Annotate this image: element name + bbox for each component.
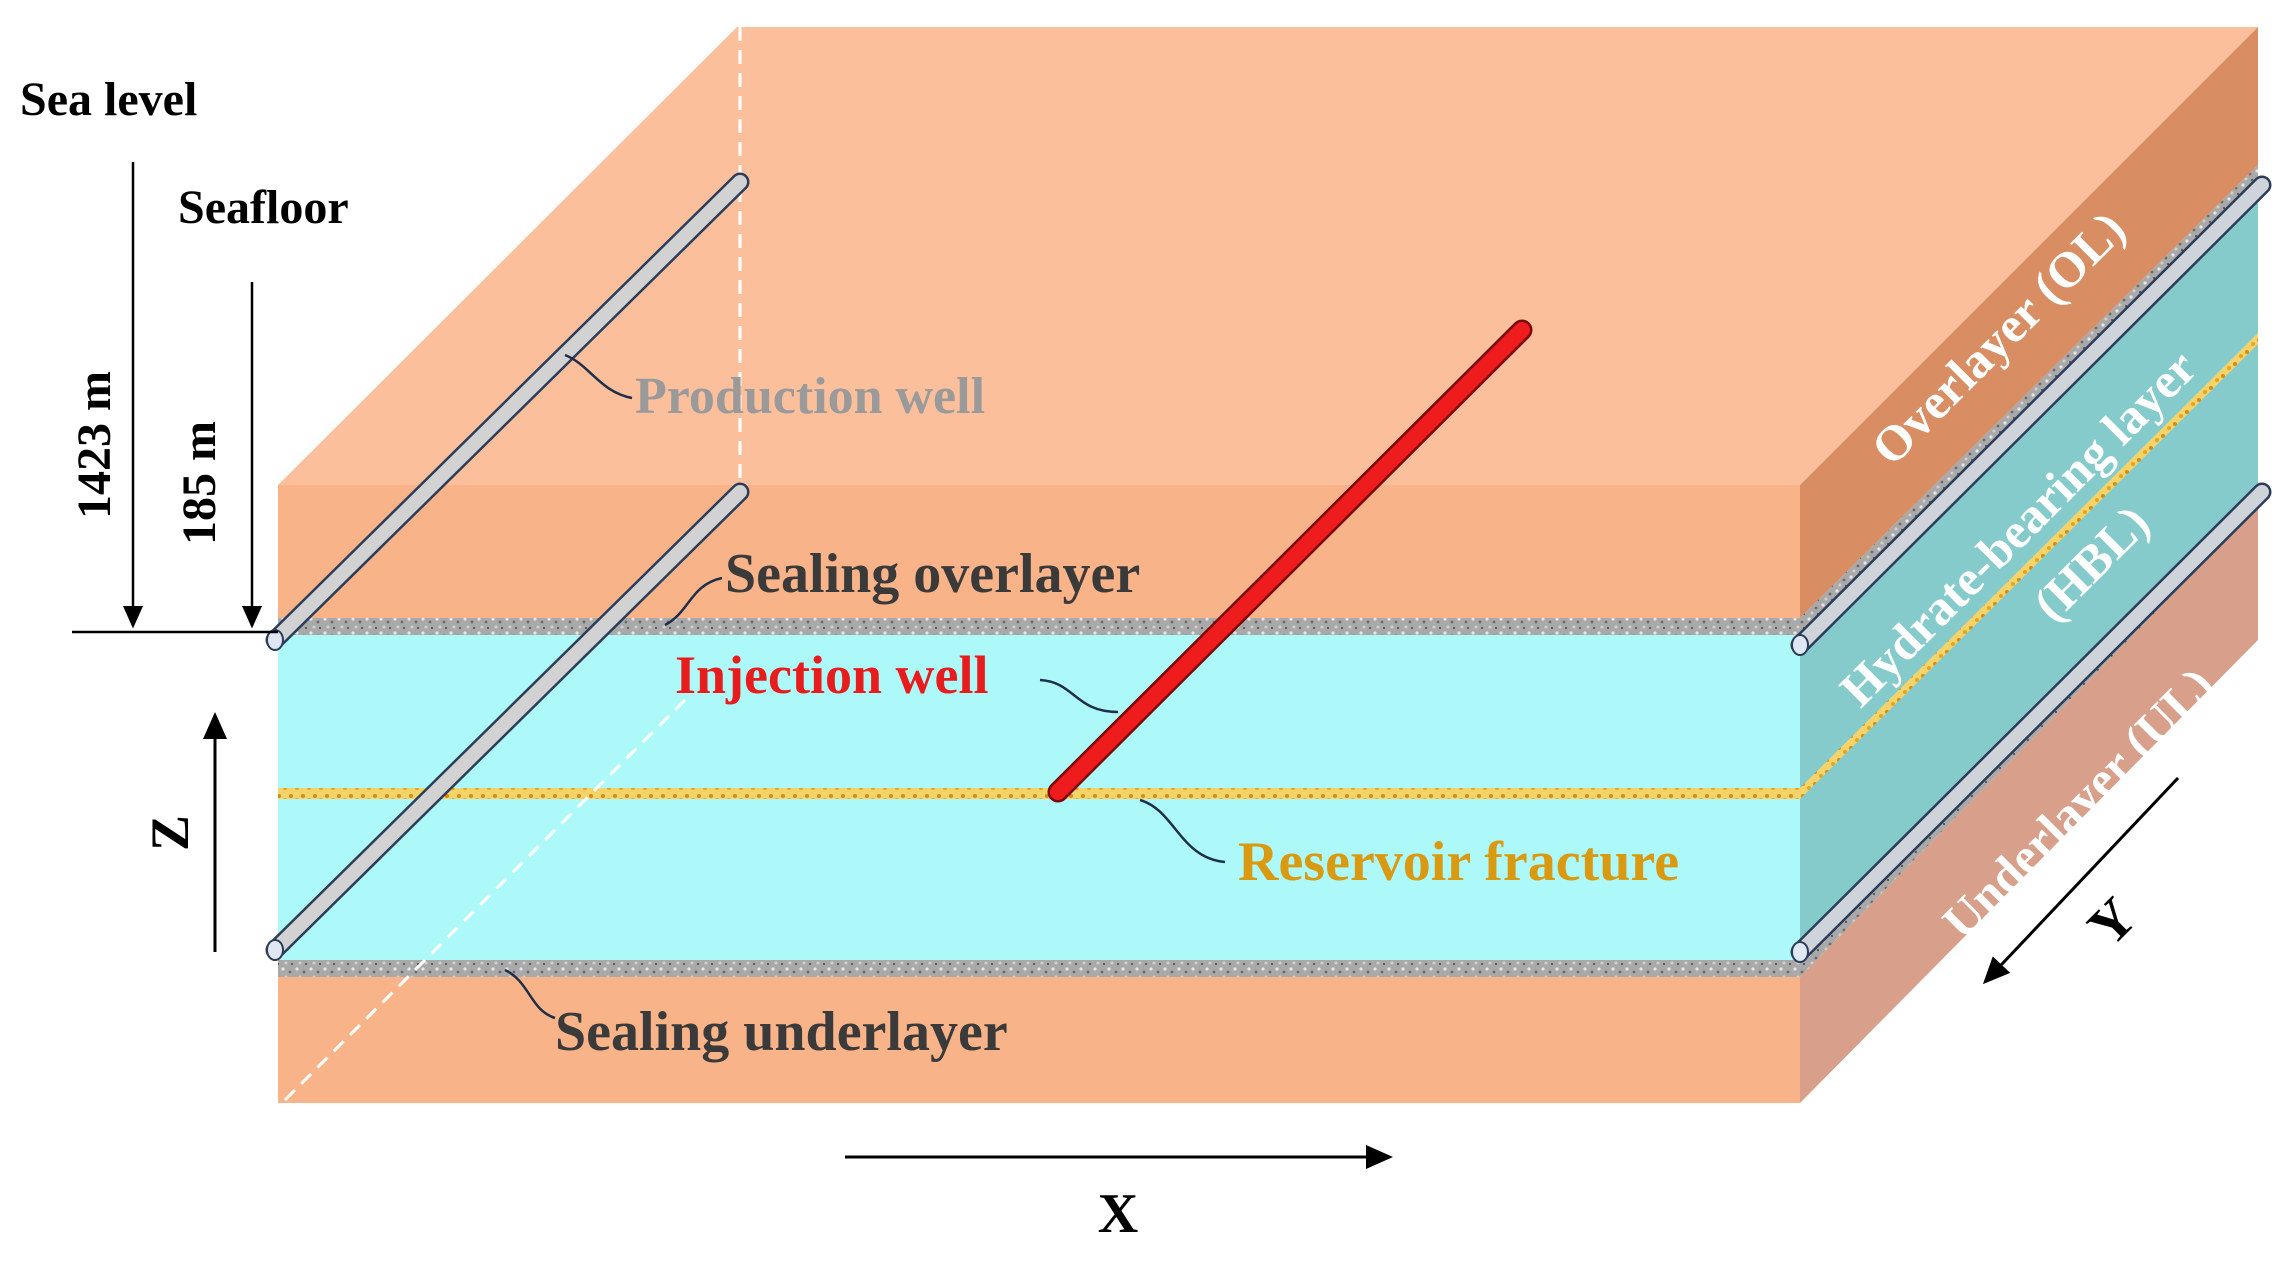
production-well-upper — [265, 172, 750, 651]
production-well-label: Production well — [635, 368, 985, 425]
reservoir-fracture-label: Reservoir fracture — [1238, 831, 1679, 893]
top-face — [278, 27, 2258, 485]
production-well-lower — [265, 482, 750, 961]
front-underlayer — [278, 977, 1800, 1103]
leader-sealing-overlayer — [664, 576, 723, 627]
depth-seafloor-label: 185 m — [173, 421, 226, 545]
front-fracture — [278, 788, 1800, 799]
front-overlayer — [278, 485, 1800, 618]
depth-sea-label: 1423 m — [68, 371, 121, 519]
leader-injection-well — [1039, 678, 1119, 714]
front-sealing-overlayer — [278, 618, 1800, 635]
side-underlayer — [1800, 507, 2258, 1103]
hidden-edge-diagonal — [283, 693, 692, 1102]
sealing-overlayer-label: Sealing overlayer — [725, 543, 1140, 605]
side-overlayer — [1800, 27, 2258, 618]
sealing-underlayer-label: Sealing underlayer — [555, 1001, 1008, 1063]
z-axis-label: Z — [140, 815, 200, 851]
production-well-side-lower — [1790, 482, 2272, 963]
leader-reservoir-fracture — [1139, 798, 1226, 864]
injection-well — [1047, 319, 1533, 803]
leader-sealing-underlayer — [504, 968, 556, 1020]
production-well-side-upper — [1790, 175, 2272, 656]
leader-production-well — [564, 353, 633, 400]
injection-well-label: Injection well — [675, 645, 988, 705]
front-sealing-underlayer — [278, 960, 1800, 977]
y-axis-label: Y — [2076, 886, 2148, 958]
side-fracture — [1800, 333, 2258, 799]
side-sealing-top — [1800, 165, 2258, 635]
y-axis-arrow — [1982, 776, 2180, 985]
x-axis-label: X — [1098, 1183, 1138, 1245]
sea-level-label: Sea level — [20, 73, 197, 126]
seafloor-label: Seafloor — [178, 181, 349, 234]
